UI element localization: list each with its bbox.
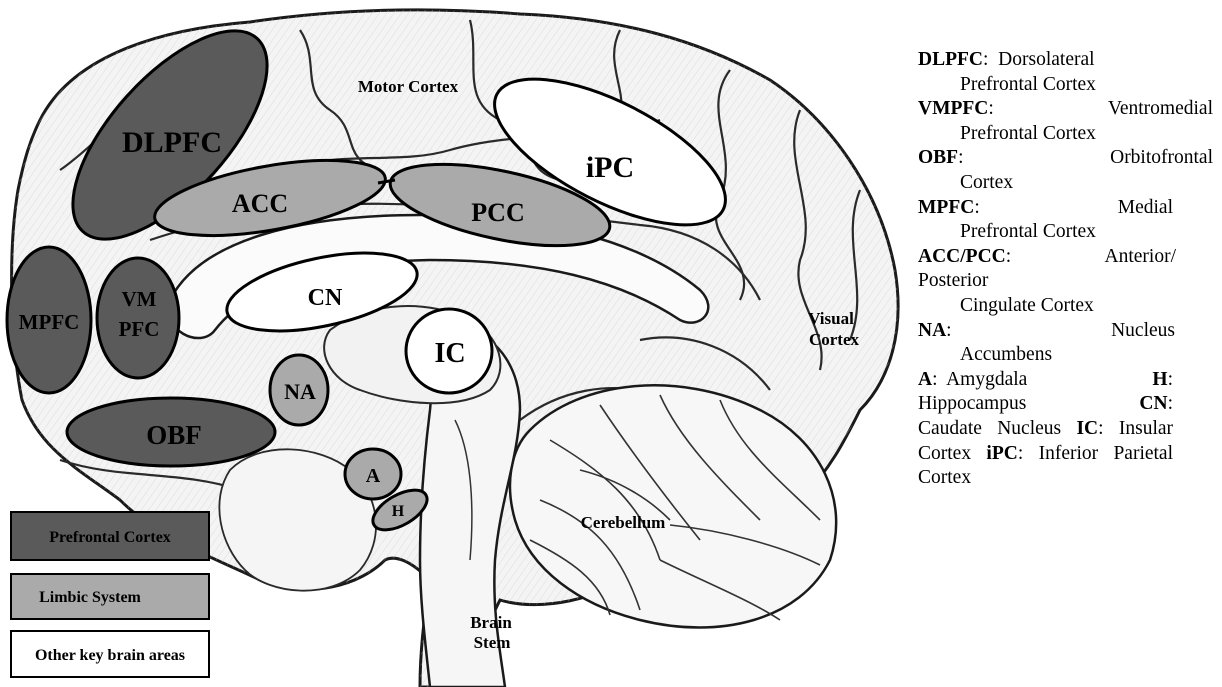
abbrev-definition-cont: Cingulate Cortex xyxy=(918,294,1213,319)
abbrev-na: NA: Nucleus xyxy=(918,319,1213,344)
abbrev-acc-pcc-cont: Posterior xyxy=(918,269,1213,294)
label-dlpfc: DLPFC xyxy=(122,126,222,159)
abbrev-ic-term: IC xyxy=(1076,418,1098,439)
abbrev-term: VMPFC xyxy=(918,98,988,119)
abbrev-term: OBF xyxy=(918,147,958,168)
abbrev-definition: Orbitofrontal xyxy=(1110,146,1213,171)
abbrev-definition-cont: Prefrontal Cortex xyxy=(918,220,1213,245)
abbrev-mpfc-cont: Prefrontal Cortex xyxy=(918,220,1213,245)
label-h: H xyxy=(392,503,405,520)
label-obf: OBF xyxy=(146,420,202,450)
abbrev-vmpfc: VMPFC: Ventromedial xyxy=(918,97,1213,122)
abbrev-definition: Medial xyxy=(1118,196,1173,221)
legend-item-prefrontal-label: Prefrontal Cortex xyxy=(49,529,171,546)
label-visual-cortex-line2: Cortex xyxy=(809,330,860,349)
label-vmpfc-line1: VM xyxy=(122,287,157,311)
abbrev-obf-cont: Cortex xyxy=(918,171,1213,196)
label-ipc: iPC xyxy=(586,151,634,184)
abbrev-definition: Anterior/ xyxy=(1105,245,1176,270)
abbrev-acc-pcc-cont2: Cingulate Cortex xyxy=(918,294,1213,319)
label-mpfc: MPFC xyxy=(19,310,80,334)
abbrev-ipc-term: iPC xyxy=(986,443,1017,464)
abbrev-a-term: A xyxy=(918,369,932,390)
label-ic: IC xyxy=(434,338,465,369)
legend: Prefrontal Cortex Limbic System Other ke… xyxy=(11,512,209,677)
abbrev-definition-cont: Prefrontal Cortex xyxy=(918,122,1213,147)
abbreviation-key: DLPFC: Dorsolateral Prefrontal Cortex VM… xyxy=(918,48,1213,491)
label-cerebellum: Cerebellum xyxy=(581,513,666,532)
abbrev-mpfc: MPFC: Medial xyxy=(918,196,1213,221)
legend-item-limbic-label: Limbic System xyxy=(39,589,141,606)
label-pcc: PCC xyxy=(471,198,524,227)
label-na: NA xyxy=(284,379,316,404)
abbrev-definition-cont: Prefrontal Cortex xyxy=(918,73,1213,98)
abbrev-acc-pcc: ACC/PCC: Anterior/ xyxy=(918,245,1213,270)
label-vmpfc-line2: PFC xyxy=(119,317,160,341)
abbrev-dlpfc: DLPFC: Dorsolateral Prefrontal Cortex xyxy=(918,48,1213,97)
abbrev-term: ACC/PCC xyxy=(918,246,1006,267)
abbrev-inline-list: A: Amygdala H: Hippocampus CN: Caudate N… xyxy=(918,368,1173,491)
abbrev-obf: OBF: Orbitofrontal xyxy=(918,146,1213,171)
label-cn: CN xyxy=(308,285,343,311)
label-brain-stem-line1: Brain xyxy=(470,613,512,632)
abbrev-definition: Dorsolateral xyxy=(998,49,1094,70)
label-acc: ACC xyxy=(232,189,288,218)
abbrev-na-cont: Accumbens xyxy=(918,343,1213,368)
abbrev-definition-cont: Posterior xyxy=(918,270,988,291)
legend-item-other-label: Other key brain areas xyxy=(35,647,185,664)
abbrev-term: MPFC xyxy=(918,197,974,218)
abbrev-cn-term: CN xyxy=(1139,393,1167,414)
abbrev-cn-definition: Caudate Nucleus xyxy=(918,418,1061,439)
abbrev-a-definition: Amygdala xyxy=(946,369,1027,390)
abbrev-h-definition: Hippocampus xyxy=(918,393,1026,414)
abbrev-definition: Ventromedial xyxy=(1108,97,1213,122)
abbrev-definition-cont: Accumbens xyxy=(918,343,1213,368)
label-brain-stem-line2: Stem xyxy=(474,633,511,652)
label-motor-cortex: Motor Cortex xyxy=(358,77,459,96)
abbrev-h-term: H xyxy=(1152,369,1167,390)
abbrev-term: NA xyxy=(918,320,946,341)
abbrev-vmpfc-cont: Prefrontal Cortex xyxy=(918,122,1213,147)
label-a: A xyxy=(366,465,381,487)
abbrev-definition-cont: Cortex xyxy=(918,171,1213,196)
abbrev-term: DLPFC xyxy=(918,49,983,70)
abbrev-definition: Nucleus xyxy=(1111,319,1175,344)
label-visual-cortex-line1: Visual xyxy=(808,309,854,328)
